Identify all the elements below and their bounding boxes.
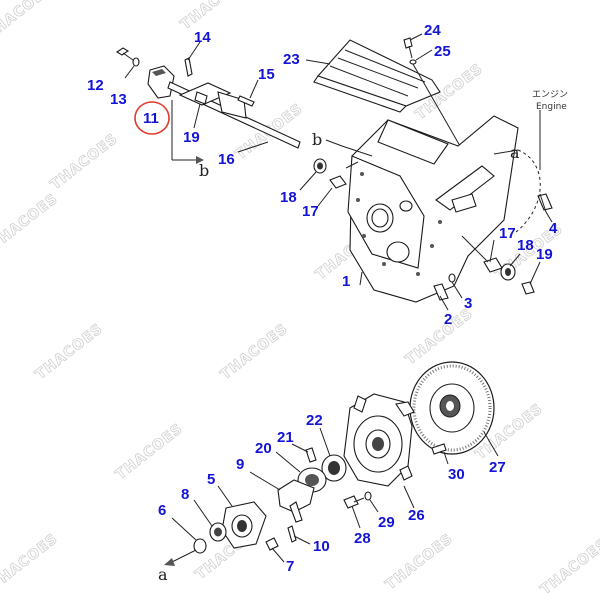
- callout-1: 1: [342, 273, 350, 290]
- pin-10: [287, 525, 297, 543]
- bolt-2: [433, 283, 449, 311]
- callout-6: 6: [158, 502, 166, 519]
- engine-outline: [515, 149, 541, 233]
- callout-22: 22: [306, 412, 323, 429]
- callout-30: 30: [448, 466, 465, 483]
- bolt-30: [431, 443, 449, 465]
- bolt-7: [265, 537, 279, 551]
- callout-21: 21: [277, 429, 294, 446]
- callout-9: 9: [236, 456, 244, 473]
- watermark: THACOES: [218, 321, 292, 383]
- callout-11: 11: [143, 110, 159, 127]
- release-bearing-group: [164, 427, 347, 566]
- callout-4: 4: [549, 220, 558, 237]
- callout-19-right: 19: [536, 246, 553, 263]
- callout-8: 8: [181, 486, 189, 503]
- watermark: THACOES: [383, 531, 457, 593]
- watermark: THACOES: [0, 0, 56, 43]
- bushing-19: [194, 91, 208, 105]
- ref-a-engine: a: [510, 143, 520, 162]
- ref-b-shaft: b: [199, 161, 209, 180]
- callout-23: 23: [283, 51, 300, 68]
- grease-fitting-21: [305, 447, 317, 463]
- washer-25: [409, 59, 417, 65]
- engine-label-en: Engine: [536, 102, 567, 112]
- callout-10: 10: [313, 538, 330, 555]
- callout-16: 16: [218, 151, 235, 168]
- snap-ring-6: [193, 538, 207, 554]
- callout-7: 7: [286, 558, 294, 575]
- shift-shaft-assembly: [115, 41, 301, 164]
- callout-15: 15: [258, 66, 275, 83]
- ref-b-housing: b: [312, 130, 322, 149]
- callout-28: 28: [354, 530, 371, 547]
- watermark: THACOES: [538, 536, 600, 598]
- callout-3: 3: [464, 295, 472, 312]
- washer-3: [448, 273, 463, 299]
- callout-26: 26: [408, 507, 425, 524]
- bolt-15: [237, 95, 255, 107]
- fork-9: [277, 479, 315, 513]
- reference-letters: b b a a エンジン Engine: [158, 90, 568, 584]
- highlight-ring: [134, 101, 170, 135]
- callout-24: 24: [424, 22, 441, 39]
- callout-18-left: 18: [280, 189, 297, 206]
- callout-2: 2: [444, 311, 452, 328]
- callout-19-upper: 19: [183, 129, 200, 146]
- callout-5: 5: [207, 471, 215, 488]
- pressure-plate-26: [343, 393, 415, 509]
- watermark: THACOES: [403, 306, 477, 368]
- callout-13: 13: [110, 91, 127, 108]
- watermark: THACOES: [0, 531, 61, 593]
- ref-a-bottom: a: [158, 565, 168, 584]
- washer-13: [132, 57, 140, 67]
- cover-23: [305, 39, 441, 113]
- watermark: THACOES: [113, 421, 187, 483]
- callout-27: 27: [489, 459, 506, 476]
- callout-20: 20: [255, 440, 272, 457]
- callout-17-left: 17: [302, 203, 319, 220]
- bolt-4: [537, 193, 553, 223]
- watermark: THACOES: [0, 191, 61, 253]
- bolt-28: [343, 495, 365, 529]
- callout-25: 25: [434, 43, 451, 60]
- flywheel-housing-1: [347, 115, 519, 303]
- engine-label-jp: エンジン: [532, 90, 568, 100]
- seal-18-right: [500, 253, 521, 281]
- callout-18-right: 18: [517, 237, 534, 254]
- watermark: THACOES: [48, 131, 122, 193]
- watermark: THACOES: [178, 0, 252, 33]
- watermark: THACOES: [33, 321, 107, 383]
- washer-29: [364, 491, 379, 513]
- callout-12: 12: [87, 77, 104, 94]
- pin-14: [184, 57, 193, 77]
- bolt-24: [403, 33, 469, 161]
- seal-18-left: [299, 158, 359, 207]
- bolt-12: [115, 47, 130, 56]
- callout-labels: 12 13 11 14 15 19 16 23 24 25 18 17 1 17…: [87, 22, 558, 575]
- clutch-disc-27: [409, 361, 499, 457]
- callout-29: 29: [378, 514, 395, 531]
- bolt-19-right: [521, 261, 541, 295]
- callout-14: 14: [194, 29, 211, 46]
- dowel-17-left: [329, 175, 347, 189]
- callout-17-right: 17: [499, 225, 516, 242]
- ref-arrow-b: [325, 139, 373, 157]
